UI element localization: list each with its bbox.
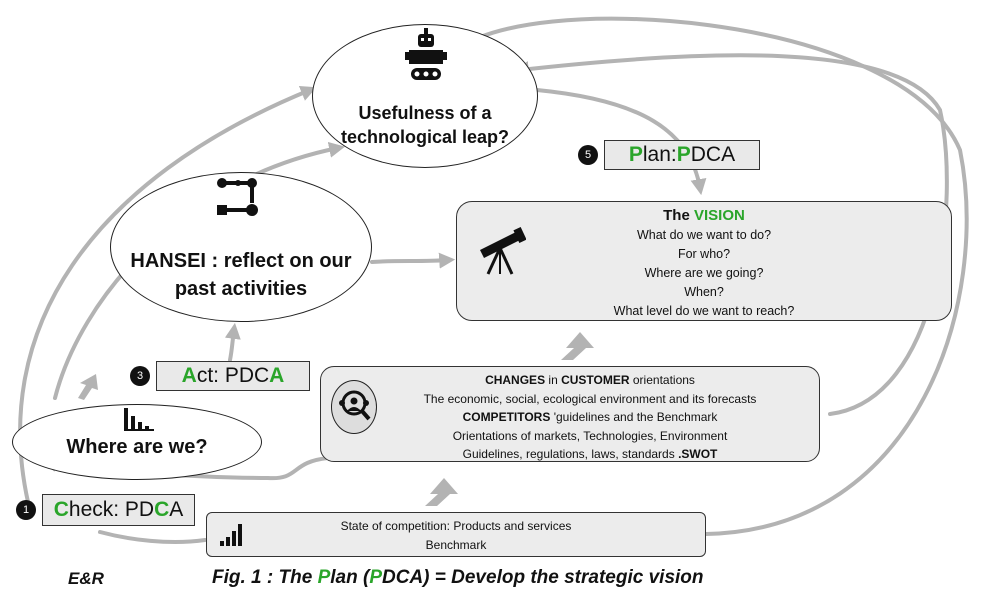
tag-act-a-highlight: A <box>269 364 285 387</box>
swot-keyword: .SWOT <box>678 447 718 461</box>
arrow-hansei-to-vision <box>370 252 456 269</box>
tag-act-text: ct: PDC <box>196 364 270 387</box>
vision-title: The VISION <box>457 206 951 226</box>
vision-line: For who? <box>677 247 731 261</box>
changes-line-1: CHANGES in CUSTOMER orientations <box>361 371 819 390</box>
node-hansei: HANSEI : reflect on our past activities <box>110 172 372 322</box>
arrow-right-loop <box>512 53 949 416</box>
vision-line: When? <box>684 285 724 299</box>
tag-act-letter: A <box>181 364 197 387</box>
arrow-act-to-hansei <box>224 322 241 362</box>
caption-text: Fig. 1 : The <box>212 567 318 588</box>
changes-keyword: CHANGES <box>485 373 546 387</box>
changes-box: CHANGES in CUSTOMER orientations The eco… <box>320 366 820 462</box>
tag-check-a: A <box>169 498 184 521</box>
node-technological-leap-label: Usefulness of a technological leap? <box>340 102 510 147</box>
changes-text: in <box>545 373 562 387</box>
block-arrow-changes-to-vision <box>561 332 594 360</box>
robot-icon <box>405 28 447 80</box>
tag-check-text: heck: PD <box>68 498 155 521</box>
tag-check-c-highlight: C <box>154 498 170 521</box>
node-technological-leap: Usefulness of a technological leap? <box>312 24 538 168</box>
node-where-are-we: Where are we? <box>12 404 262 480</box>
vision-box: The VISION What do we want to do? For wh… <box>456 201 952 321</box>
tag-plan-p-highlight: P <box>676 143 691 166</box>
state-line-2: Benchmark <box>425 538 487 552</box>
caption-p-highlight: P <box>317 567 331 588</box>
changes-line-3: COMPETITORS 'guidelines and the Benchmar… <box>361 408 819 427</box>
node-where-are-we-label: Where are we? <box>66 435 208 458</box>
state-box: State of competition: Products and servi… <box>206 512 706 557</box>
tag-plan-text: lan: <box>642 143 677 166</box>
caption-p-highlight: P <box>369 567 382 588</box>
figure-caption: Fig. 1 : The Plan (PDCA) = Develop the s… <box>212 567 704 589</box>
changes-line-4: Orientations of markets, Technologies, E… <box>452 428 728 443</box>
step-number-plan: 5 <box>578 145 598 165</box>
arrow-state-to-check <box>98 530 207 545</box>
changes-line-2: The economic, social, ecological environ… <box>423 391 757 406</box>
changes-line-5: Guidelines, regulations, laws, standards… <box>361 445 819 464</box>
caption-text: DCA) = Develop the strategic vision <box>382 567 704 588</box>
vision-line: What do we want to do? <box>636 228 772 242</box>
bar-chart-icon <box>124 408 154 431</box>
state-line-1: State of competition: Products and servi… <box>340 519 572 533</box>
vision-title-vision: VISION <box>693 207 745 224</box>
changes-text: orientations <box>629 373 695 387</box>
tag-check-letter: C <box>53 498 69 521</box>
telescope-icon <box>480 226 526 275</box>
competitors-keyword: COMPETITORS <box>462 410 551 424</box>
block-arrow-where-to-act <box>78 374 98 400</box>
tag-plan-dca: DCA <box>690 143 736 166</box>
step-number-check: 1 <box>16 500 36 520</box>
arrow-leap-top-loop <box>453 16 969 536</box>
workflow-icon <box>217 178 258 216</box>
changes-customer-keyword: CUSTOMER <box>561 373 630 387</box>
changes-text: Guidelines, regulations, laws, standards <box>462 447 679 461</box>
node-hansei-label: HANSEI : reflect on our past activities <box>130 250 352 300</box>
author-label: E&R <box>68 569 104 588</box>
tag-plan-letter: P <box>628 143 643 166</box>
step-number-act: 3 <box>130 366 150 386</box>
vision-line: Where are we going? <box>644 266 764 280</box>
block-arrow-state-to-changes <box>425 478 458 506</box>
changes-text: 'guidelines and the Benchmark <box>550 410 718 424</box>
arrow-leap-to-vision <box>535 88 707 196</box>
caption-text: lan ( <box>330 567 370 588</box>
vision-title-the: The <box>663 207 694 224</box>
team-search-icon <box>331 380 377 434</box>
signal-bars-icon <box>220 524 242 546</box>
vision-line: What level do we want to reach? <box>613 304 795 318</box>
